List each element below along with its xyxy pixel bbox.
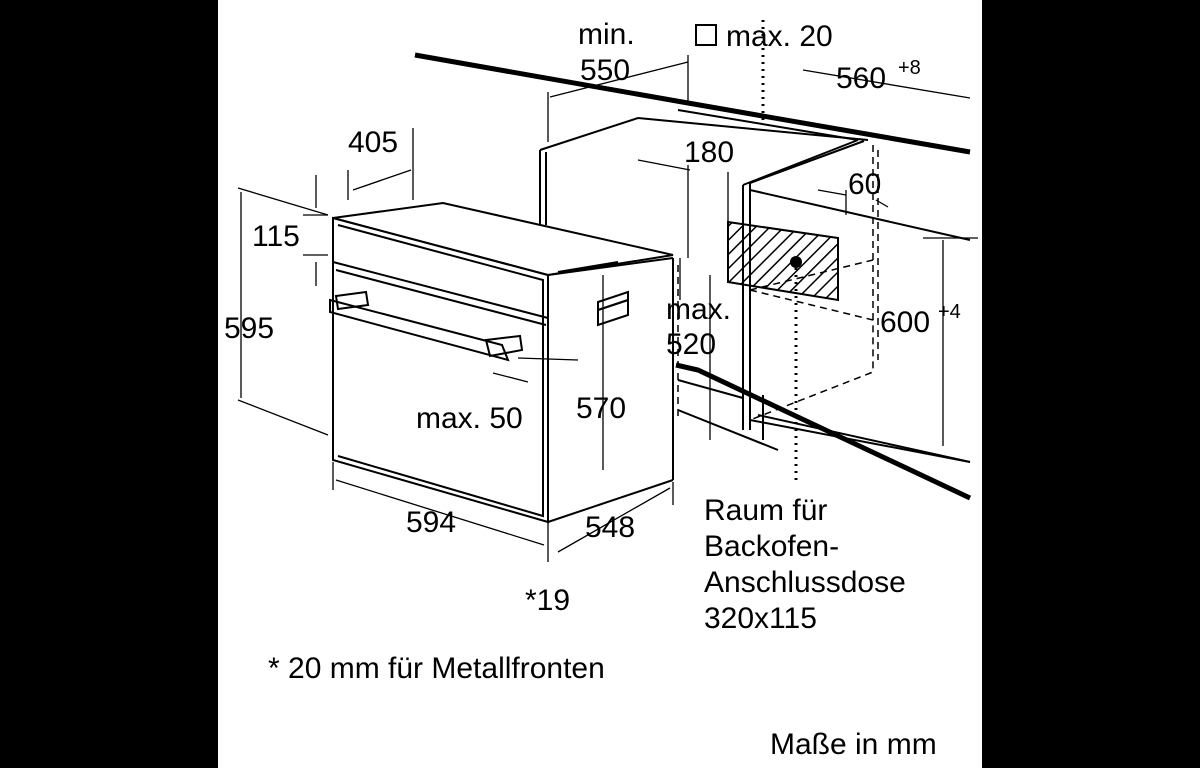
label-max20: max. 20 — [726, 20, 833, 53]
label-max50: max. 50 — [416, 402, 523, 435]
cabinet-outline — [414, 52, 972, 501]
label-560-tolerance: +8 — [898, 57, 921, 79]
socket-note-line1: Raum für — [704, 494, 827, 527]
oven — [329, 201, 674, 524]
footnote: * 20 mm für Metallfronten — [268, 652, 605, 685]
dimension-labels: min. 550 max. 20 560 +8 405 180 60 115 5… — [224, 18, 961, 617]
units-note: Maße in mm — [770, 728, 937, 761]
socket-note-line3: Anschlussdose — [704, 566, 906, 599]
label-548: 548 — [585, 511, 635, 544]
socket-note-line2: Backofen- — [704, 530, 839, 563]
label-max-520-top: max. — [666, 293, 731, 326]
label-594: 594 — [406, 506, 456, 539]
label-star19: *19 — [525, 584, 570, 617]
dimension-lines — [237, 24, 978, 562]
label-570: 570 — [576, 392, 626, 425]
label-405: 405 — [348, 126, 398, 159]
label-595: 595 — [224, 312, 274, 345]
label-520: 520 — [666, 328, 716, 361]
label-min: min. — [578, 18, 635, 51]
label-550: 550 — [580, 54, 630, 87]
socket-note: Raum für Backofen- Anschlussdose 320x115 — [704, 494, 906, 635]
label-600: 600 — [880, 306, 930, 339]
socket-note-line4: 320x115 — [704, 602, 817, 635]
label-560: 560 — [836, 62, 886, 95]
label-180: 180 — [684, 136, 734, 169]
label-600-tolerance: +4 — [938, 301, 961, 323]
socket-area — [727, 20, 839, 480]
diagram-canvas: min. 550 max. 20 560 +8 405 180 60 115 5… — [218, 0, 982, 768]
oven-installation-diagram: min. 550 max. 20 560 +8 405 180 60 115 5… — [224, 18, 978, 761]
label-60: 60 — [848, 168, 881, 201]
door-handle — [329, 290, 524, 362]
label-115: 115 — [252, 220, 300, 253]
